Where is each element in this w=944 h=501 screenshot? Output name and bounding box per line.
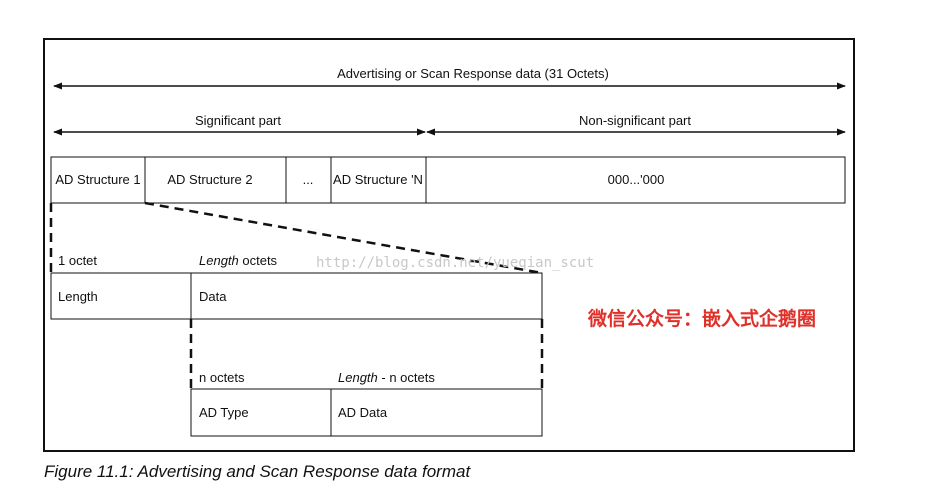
blog-watermark: http://blog.csdn.net/yueqian_scut (316, 255, 594, 271)
one-octet-label: 1 octet (58, 253, 97, 268)
zeros-label: 000...'000 (608, 172, 665, 187)
nonsignificant-label: Non-significant part (579, 113, 691, 128)
length-minus-suffix: - n octets (378, 370, 436, 385)
expansion-dashes-1 (49, 201, 543, 275)
figure-caption: Figure 11.1: Advertising and Scan Respon… (44, 462, 471, 481)
n-octets-label: n octets (199, 370, 245, 385)
significant-label: Significant part (195, 113, 281, 128)
wechat-note: 微信公众号：嵌入式企鹅圈 (587, 307, 816, 330)
expansion-dashes-2 (189, 319, 544, 389)
ad-structure-2-label: AD Structure 2 (167, 172, 252, 187)
figure-frame (43, 38, 855, 452)
ad-structures-row (50, 156, 846, 204)
ad-structure-n-label: AD Structure 'N (333, 172, 423, 187)
data-field-label: Data (199, 289, 227, 304)
ad-data-label: AD Data (338, 405, 388, 420)
length-minus-italic: Length (338, 370, 378, 385)
zeros-cell (425, 156, 846, 204)
length-octets-suffix: octets (239, 253, 278, 268)
length-field-label: Length (58, 289, 98, 304)
length-minus-n-label: Length - n octets (338, 370, 435, 385)
total-length-label: Advertising or Scan Response data (31 Oc… (337, 66, 609, 81)
length-octets-label: Length octets (199, 253, 278, 268)
ad-structure-1-label: AD Structure 1 (55, 172, 140, 187)
ellipsis-label: ... (303, 172, 314, 187)
data-cell (190, 272, 543, 320)
ad-type-label: AD Type (199, 405, 249, 420)
ad-data-cell (330, 388, 543, 437)
length-octets-italic: Length (199, 253, 239, 268)
